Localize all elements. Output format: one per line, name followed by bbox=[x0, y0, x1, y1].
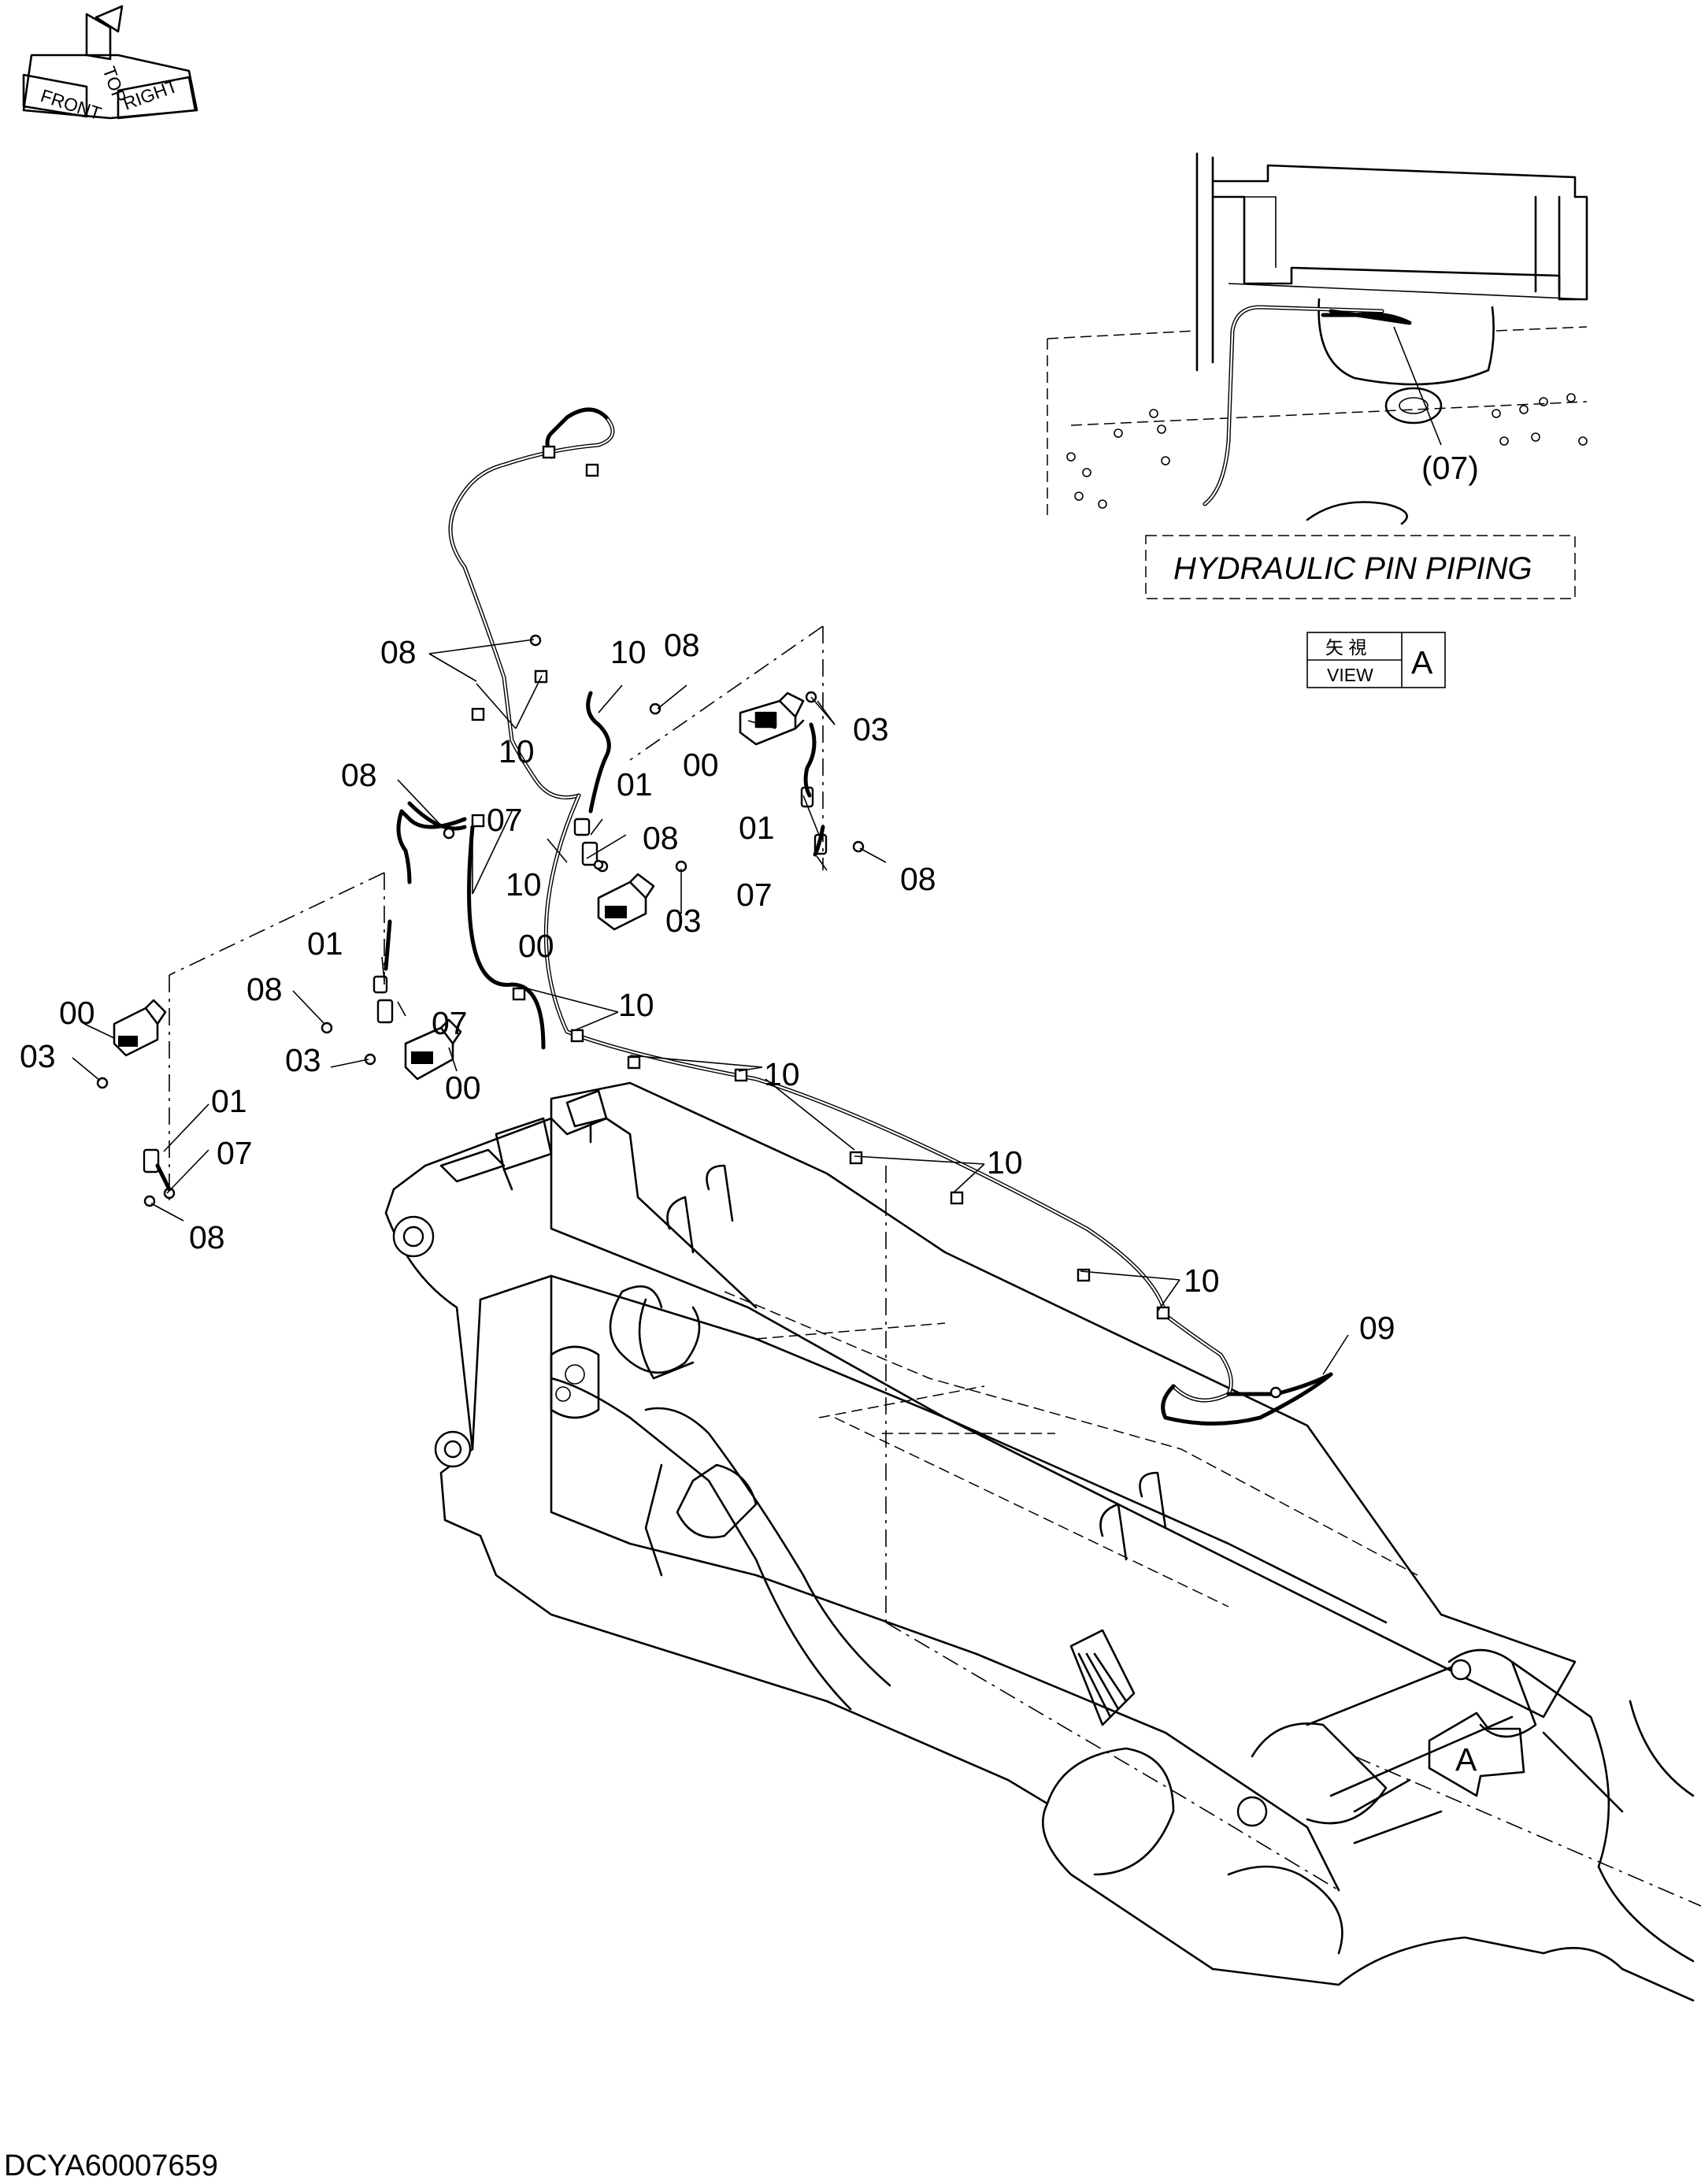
callout-00: 00 bbox=[518, 928, 554, 964]
sensor-lower-left bbox=[113, 999, 167, 1057]
callout-10: 10 bbox=[987, 1144, 1023, 1181]
callout-10: 10 bbox=[506, 866, 542, 903]
callout-10: 10 bbox=[498, 733, 535, 769]
callout-09: 08 bbox=[643, 820, 679, 856]
orientation-right-label: RIGHT bbox=[120, 76, 180, 114]
boom-assembly bbox=[384, 1081, 1701, 2002]
callout-08: 07 bbox=[217, 1135, 253, 1171]
callout-10: 10 bbox=[618, 987, 654, 1023]
callout-01: 01 bbox=[307, 925, 343, 962]
inset-view: (07) HYDRAULIC PIN PIPING bbox=[1047, 152, 1588, 599]
callout-01: 01 bbox=[739, 810, 775, 846]
callout-09: 08 bbox=[380, 634, 417, 670]
callouts: 08 10 10 08 00 03 08 01 07 08 01 10 03 0… bbox=[20, 627, 1395, 1346]
hose-run bbox=[396, 407, 1333, 1426]
inset-caption: HYDRAULIC PIN PIPING bbox=[1173, 551, 1532, 586]
callout-00: 00 bbox=[683, 747, 719, 783]
view-arrow-letter: A bbox=[1455, 1741, 1477, 1778]
view-badge-view: VIEW bbox=[1327, 665, 1373, 685]
phantom-lines bbox=[169, 625, 824, 1205]
sensor-parts bbox=[96, 634, 865, 1207]
callout-10: 10 bbox=[1184, 1263, 1220, 1299]
view-arrow-a: A bbox=[1428, 1711, 1525, 1797]
orientation-front-label: FRONT bbox=[38, 85, 103, 124]
callout-08: 07 bbox=[487, 802, 523, 838]
callout-03: 03 bbox=[853, 711, 889, 747]
view-badge-kanji: 矢 視 bbox=[1325, 637, 1366, 658]
callout-01: 01 bbox=[211, 1083, 247, 1119]
callout-08: 07 bbox=[736, 877, 773, 913]
callout-09: 08 bbox=[900, 861, 936, 897]
callout-09: 08 bbox=[341, 757, 377, 793]
callout-10: 10 bbox=[764, 1056, 800, 1092]
callout-08: 07 bbox=[432, 1005, 468, 1041]
sensor-middle bbox=[597, 873, 655, 931]
callout-09: 08 bbox=[664, 627, 700, 663]
orientation-icon: FRONT TOP RIGHT bbox=[22, 5, 198, 124]
callout-03: 03 bbox=[20, 1038, 56, 1074]
callout-01: 01 bbox=[617, 766, 653, 803]
callout-03: 03 bbox=[285, 1042, 321, 1078]
sensor-upper-right bbox=[739, 692, 805, 746]
callout-07: 09 bbox=[1359, 1310, 1395, 1346]
inset-bolt-holes bbox=[1066, 393, 1588, 509]
callout-00: 00 bbox=[59, 995, 95, 1031]
callout-09: 08 bbox=[189, 1219, 225, 1255]
drawing-code: DCYA60007659 bbox=[4, 2149, 218, 2182]
leader-lines bbox=[72, 639, 1349, 1375]
view-a-badge: 矢 視 VIEW A bbox=[1306, 632, 1446, 688]
callout-00: 00 bbox=[445, 1070, 481, 1106]
callout-10: 10 bbox=[610, 634, 647, 670]
inset-caption-box bbox=[1145, 535, 1576, 599]
callout-09: 08 bbox=[246, 971, 283, 1007]
inset-ref-label-07: (07) bbox=[1421, 450, 1479, 486]
callout-03: 03 bbox=[665, 903, 702, 939]
view-badge-letter: A bbox=[1411, 644, 1433, 680]
